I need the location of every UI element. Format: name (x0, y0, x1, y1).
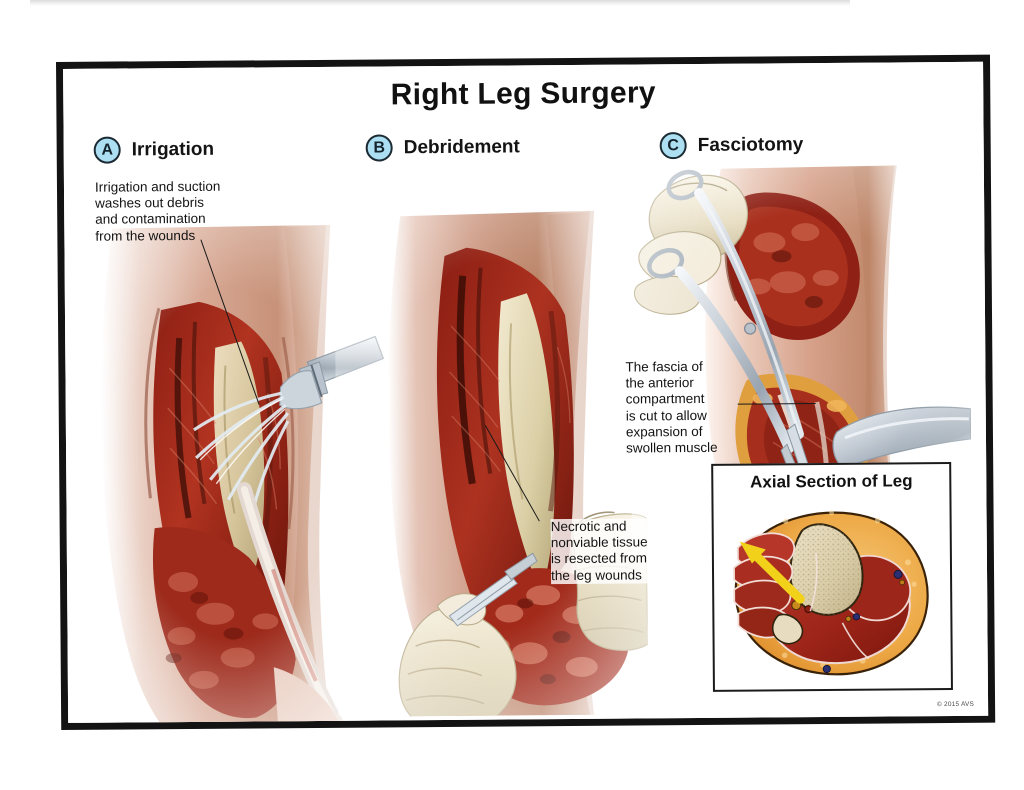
panel-header-a: A Irrigation (93, 136, 215, 164)
panel-title-c: Fasciotomy (697, 133, 804, 156)
axial-section-illustration (733, 510, 929, 676)
page-title: Right Leg Surgery (390, 76, 656, 112)
panel-b-illustration (333, 174, 649, 717)
panel-header-c: C Fasciotomy (659, 131, 804, 160)
panel-header-b: B Debridement (365, 133, 520, 162)
poster-canvas: Right Leg Surgery (63, 61, 989, 723)
panel-badge-b: B (365, 134, 393, 162)
copyright-text: © 2015 AVS (937, 700, 975, 709)
annotation-debridement: Necrotic and nonviable tissue is resecte… (550, 517, 722, 584)
annotation-irrigation: Irrigation and suction washes out debris… (94, 178, 221, 244)
inset-title: Axial Section of Leg (749, 471, 913, 492)
axial-section-inset: Axial Section of Leg (711, 461, 953, 692)
annotation-fasciotomy: The fascia of the anterior compartment i… (625, 358, 718, 456)
poster-frame: Right Leg Surgery (56, 54, 996, 730)
panel-badge-a: A (93, 136, 121, 164)
anterior-compartment-arrow (739, 541, 805, 604)
panel-badge-c: C (659, 132, 687, 160)
panel-title-a: Irrigation (131, 138, 215, 160)
panel-title-b: Debridement (403, 135, 520, 158)
scan-shadow (30, 0, 850, 6)
panel-a-illustration (74, 196, 389, 723)
